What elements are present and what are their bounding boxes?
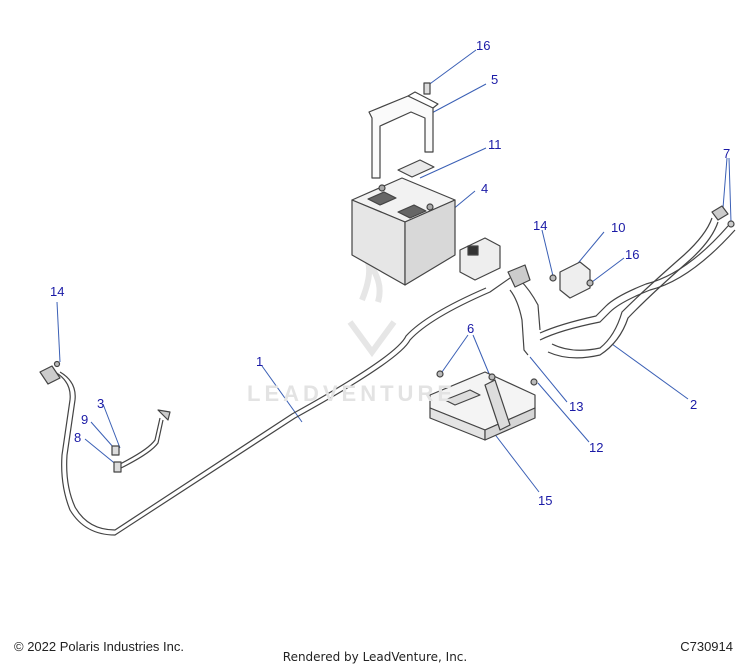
short-cable [117,417,161,466]
callout-16: 16 [625,247,640,262]
callout-3: 3 [97,396,105,411]
relay [559,261,591,299]
callout-15: 15 [538,493,553,508]
battery-label [397,159,435,178]
screw-top [423,82,431,95]
hold-down-bracket [368,95,434,179]
callout-10: 10 [611,220,626,235]
bolt-8 [113,461,122,473]
rendered-by-text: Rendered by LeadVenture, Inc. [282,650,468,664]
callout-13: 13 [569,399,584,414]
fuse-box [459,237,501,281]
callout-9: 9 [81,412,89,427]
callout-7: 7 [723,146,731,161]
callout-12: 12 [589,440,604,455]
callout-4: 4 [481,181,489,196]
diagram-code: C730914 [680,639,733,654]
callout-1: 1 [256,354,264,369]
callout-16: 16 [476,38,491,53]
main-cable [54,277,511,536]
callout-2: 2 [690,397,698,412]
bolt-9 [111,445,120,456]
watermark-text: LEADVENTURE [247,381,457,406]
copyright-text: © 2022 Polaris Industries Inc. [14,639,184,654]
callout-14: 14 [50,284,65,299]
callout-6: 6 [467,321,475,336]
battery [351,177,456,286]
parts-drawing [39,82,736,536]
leader-lines [56,49,732,493]
cable-terminal [39,365,61,385]
positive-cable [547,221,719,359]
callout-5: 5 [491,72,499,87]
callout-14: 14 [533,218,548,233]
callout-11: 11 [488,137,502,152]
callout-8: 8 [74,430,82,445]
